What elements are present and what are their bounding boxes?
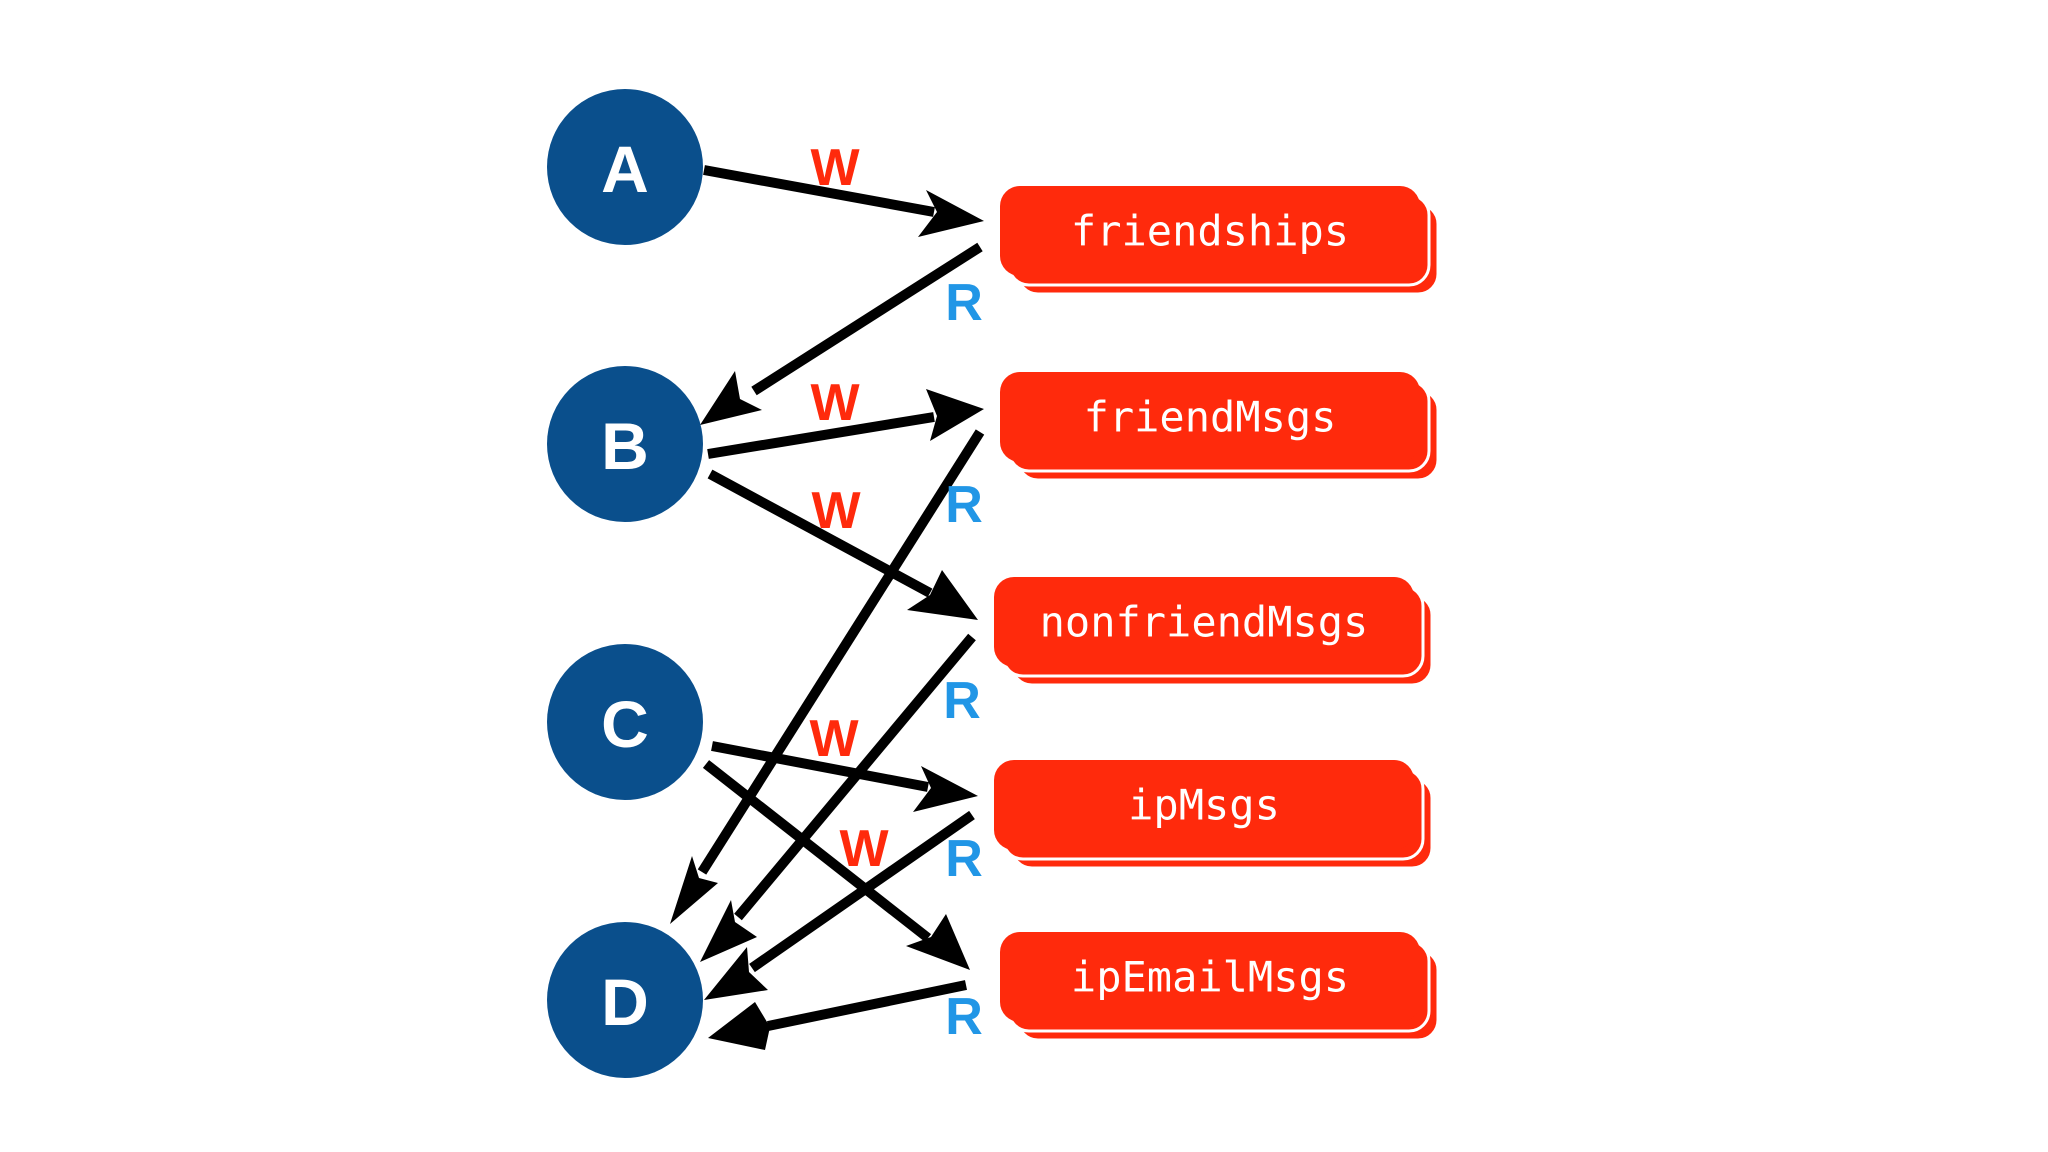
read-label-ipemailmsgs-d: R (945, 988, 983, 1046)
node-label-a: A (601, 132, 649, 206)
topic-ipemailmsgs: ipEmailMsgs (1000, 932, 1440, 1042)
arrow-a-to-friendships (703, 165, 984, 237)
arrow-c-to-ipemailmsgs (702, 760, 970, 970)
topic-friendships: friendships (1000, 186, 1440, 296)
arrow-ipemailmsgs-to-d (708, 980, 968, 1050)
topic-label-ipmsgs: ipMsgs (1128, 781, 1280, 830)
topic-label-nonfriendmsgs: nonfriendMsgs (1040, 598, 1369, 647)
write-label-c-ipemailmsgs: W (839, 820, 889, 878)
topic-friendmsgs: friendMsgs (1000, 372, 1440, 482)
arrow-c-to-ipmsgs (711, 741, 978, 812)
node-a: A (547, 89, 703, 245)
node-b: B (547, 366, 703, 522)
arrow-ipmsgs-to-d (704, 810, 975, 1000)
write-label-c-ipmsgs: W (809, 710, 859, 768)
write-label-a-friendships: W (810, 139, 860, 197)
read-label-friendmsgs-d: R (945, 476, 983, 534)
topic-label-friendships: friendships (1071, 207, 1349, 256)
arrow-b-to-friendmsgs (707, 389, 984, 459)
node-d: D (547, 922, 703, 1078)
read-label-friendships-b: R (945, 274, 983, 332)
read-label-ipmsgs-d: R (945, 830, 983, 888)
write-label-b-friendmsgs: W (810, 374, 860, 432)
node-c: C (547, 644, 703, 800)
node-label-d: D (601, 965, 649, 1039)
arrow-friendships-to-b (700, 242, 983, 425)
node-label-b: B (601, 409, 649, 483)
read-label-nonfriendmsgs-d: R (943, 672, 981, 730)
topic-ipmsgs: ipMsgs (994, 760, 1434, 870)
node-label-c: C (601, 687, 649, 761)
topic-label-ipemailmsgs: ipEmailMsgs (1071, 953, 1349, 1002)
topic-nonfriendmsgs: nonfriendMsgs (994, 577, 1434, 687)
write-label-b-nonfriendmsgs: W (811, 482, 861, 540)
topic-label-friendmsgs: friendMsgs (1084, 393, 1337, 442)
